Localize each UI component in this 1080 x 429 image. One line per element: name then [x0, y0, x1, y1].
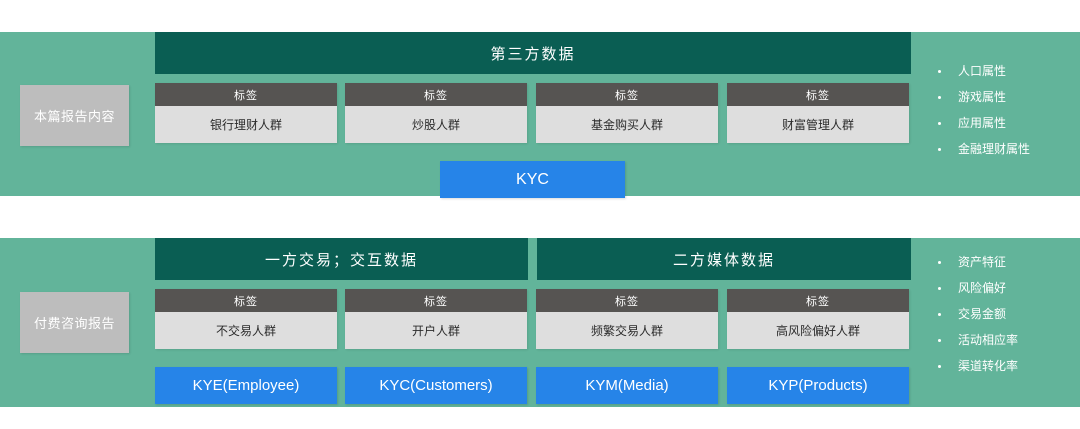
list-item-label: 风险偏好 [958, 281, 1007, 295]
tag-card-header: 标签 [536, 289, 718, 312]
button-kyc-customers[interactable]: KYC(Customers) [345, 367, 527, 404]
tag-card-value: 银行理财人群 [155, 106, 337, 143]
header-first-party-data: 一方交易；交互数据 [155, 238, 528, 280]
header-second-party-data: 二方媒体数据 [537, 238, 911, 280]
tag-card-value: 基金购买人群 [536, 106, 718, 143]
side-label-paid-consulting-report: 付费咨询报告 [20, 292, 129, 353]
tag-card[interactable]: 标签 开户人群 [345, 289, 527, 349]
list-item: 人口属性 [930, 58, 1080, 84]
list-item-label: 应用属性 [958, 116, 1007, 130]
bullet-dot-icon [938, 287, 941, 290]
button-kyp-products[interactable]: KYP(Products) [727, 367, 909, 404]
list-item-label: 金融理财属性 [958, 142, 1031, 156]
tag-card-header: 标签 [345, 289, 527, 312]
tag-card-header: 标签 [727, 289, 909, 312]
list-item: 交易金额 [930, 301, 1080, 327]
tag-card-header: 标签 [345, 83, 527, 106]
list-item-label: 渠道转化率 [958, 359, 1019, 373]
tag-card-value: 开户人群 [345, 312, 527, 349]
bullet-dot-icon [938, 96, 941, 99]
tag-card-value: 频繁交易人群 [536, 312, 718, 349]
bullet-dot-icon [938, 148, 941, 151]
list-item-label: 资产特征 [958, 255, 1007, 269]
tag-card-header: 标签 [727, 83, 909, 106]
side-label-report-content: 本篇报告内容 [20, 85, 129, 146]
tag-card[interactable]: 标签 高风险偏好人群 [727, 289, 909, 349]
bullet-dot-icon [938, 339, 941, 342]
tag-card[interactable]: 标签 财富管理人群 [727, 83, 909, 143]
bullet-dot-icon [938, 70, 941, 73]
tag-card[interactable]: 标签 频繁交易人群 [536, 289, 718, 349]
tag-card-value: 财富管理人群 [727, 106, 909, 143]
tag-card-value: 高风险偏好人群 [727, 312, 909, 349]
bullet-dot-icon [938, 122, 941, 125]
list-item-label: 活动相应率 [958, 333, 1019, 347]
button-kyc[interactable]: KYC [440, 161, 625, 198]
list-item-label: 人口属性 [958, 64, 1007, 78]
header-third-party-data: 第三方数据 [155, 32, 911, 74]
tag-card[interactable]: 标签 银行理财人群 [155, 83, 337, 143]
list-item: 渠道转化率 [930, 353, 1080, 379]
list-item: 资产特征 [930, 249, 1080, 275]
tag-card[interactable]: 标签 不交易人群 [155, 289, 337, 349]
tag-card[interactable]: 标签 基金购买人群 [536, 83, 718, 143]
tag-card[interactable]: 标签 炒股人群 [345, 83, 527, 143]
tag-card-header: 标签 [536, 83, 718, 106]
button-kym-media[interactable]: KYM(Media) [536, 367, 718, 404]
list-item: 活动相应率 [930, 327, 1080, 353]
bullet-dot-icon [938, 261, 941, 264]
list-item: 游戏属性 [930, 84, 1080, 110]
list-item-label: 游戏属性 [958, 90, 1007, 104]
list-item: 金融理财属性 [930, 136, 1080, 162]
list-item: 风险偏好 [930, 275, 1080, 301]
tag-card-header: 标签 [155, 289, 337, 312]
bullet-list-first-second-party: 资产特征 风险偏好 交易金额 活动相应率 渠道转化率 [930, 249, 1080, 379]
bullet-dot-icon [938, 313, 941, 316]
list-item: 应用属性 [930, 110, 1080, 136]
tag-card-value: 不交易人群 [155, 312, 337, 349]
bullet-list-third-party: 人口属性 游戏属性 应用属性 金融理财属性 [930, 58, 1080, 162]
tag-card-value: 炒股人群 [345, 106, 527, 143]
button-kye-employee[interactable]: KYE(Employee) [155, 367, 337, 404]
tag-card-header: 标签 [155, 83, 337, 106]
bullet-dot-icon [938, 365, 941, 368]
list-item-label: 交易金额 [958, 307, 1007, 321]
